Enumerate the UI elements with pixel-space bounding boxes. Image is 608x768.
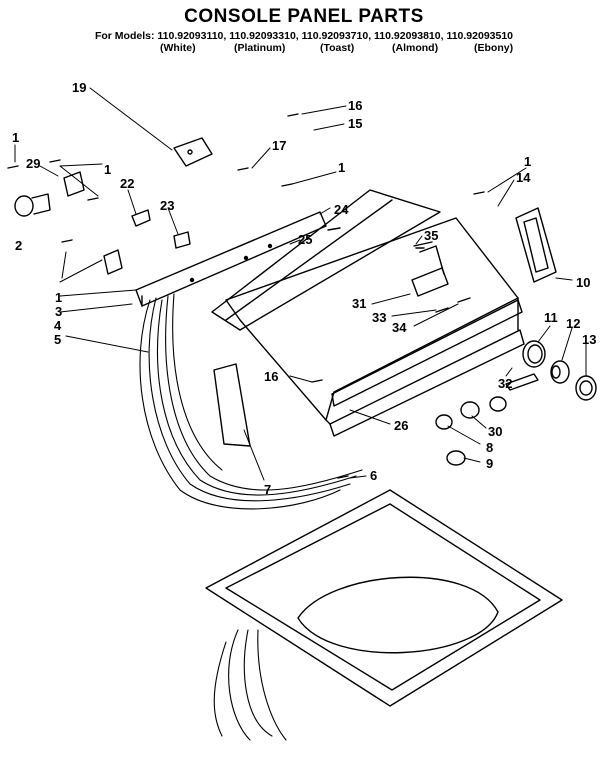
color-toast: (Toast)	[320, 42, 355, 54]
knob-12	[550, 360, 570, 384]
callout-1: 1	[524, 154, 531, 169]
wire-harness	[139, 293, 363, 510]
console-housing	[225, 217, 525, 437]
console-bar	[135, 211, 327, 307]
callout-32: 32	[498, 376, 512, 391]
callout-35: 35	[424, 228, 438, 243]
callout-23: 23	[160, 198, 174, 213]
switch-3	[103, 249, 123, 275]
callout-7: 7	[264, 482, 271, 497]
color-platinum: (Platinum)	[234, 42, 286, 54]
callout-5: 5	[54, 332, 61, 347]
callout-31: 31	[352, 296, 366, 311]
callout-10: 10	[576, 275, 590, 290]
timer-2	[14, 193, 51, 217]
clip-23	[173, 231, 191, 249]
callout-26: 26	[394, 418, 408, 433]
callout-2: 2	[15, 238, 22, 253]
bracket-10	[515, 207, 557, 283]
callout-15: 15	[348, 116, 362, 131]
callout-30: 30	[488, 424, 502, 439]
models-label: For Models:	[94, 30, 155, 42]
callout-1: 1	[55, 290, 62, 305]
callout-24: 24	[334, 202, 349, 217]
callout-22: 22	[120, 176, 134, 191]
color-almond: (Almond)	[392, 42, 439, 54]
leader-lines	[14, 87, 587, 481]
clip-22	[131, 209, 151, 227]
bottom-harness	[213, 629, 287, 741]
callout-14: 14	[516, 170, 531, 185]
callout-33: 33	[372, 310, 386, 325]
callout-34: 34	[392, 320, 407, 335]
callout-1: 1	[12, 130, 19, 145]
callout-17: 17	[272, 138, 286, 153]
models-list: 110.92093110, 110.92093310, 110.92093710…	[157, 30, 514, 42]
bracket-19	[173, 137, 213, 167]
callout-16: 16	[348, 98, 362, 113]
callout-13: 13	[582, 332, 596, 347]
knob-30	[460, 396, 507, 419]
callout-3: 3	[55, 304, 62, 319]
strip-32	[505, 373, 539, 391]
callout-8: 8	[486, 440, 493, 455]
console-top-panel	[211, 189, 441, 331]
knob-13	[575, 375, 597, 401]
switch-29	[63, 171, 85, 197]
callout-16: 16	[264, 369, 278, 384]
knob-9	[446, 450, 466, 466]
callout-9: 9	[486, 456, 493, 471]
page-title: CONSOLE PANEL PARTS	[184, 6, 424, 27]
callout-1: 1	[338, 160, 345, 175]
callout-1: 1	[104, 162, 111, 177]
callout-25: 25	[298, 232, 312, 247]
sensor-31	[411, 241, 449, 297]
knob-11	[522, 340, 546, 368]
screws	[7, 113, 485, 479]
callout-12: 12	[566, 316, 580, 331]
callout-4: 4	[54, 318, 62, 333]
callout-19: 19	[72, 80, 86, 95]
callout-11: 11	[544, 310, 558, 325]
color-white: (White)	[160, 42, 196, 54]
knob-8	[435, 414, 453, 430]
models-line: For Models: 110.92093110, 110.92093310, …	[0, 30, 608, 42]
washer-top	[205, 489, 563, 707]
callout-6: 6	[370, 468, 377, 483]
color-ebony: (Ebony)	[474, 42, 514, 54]
callout-29: 29	[26, 156, 40, 171]
panel-7	[213, 363, 251, 447]
